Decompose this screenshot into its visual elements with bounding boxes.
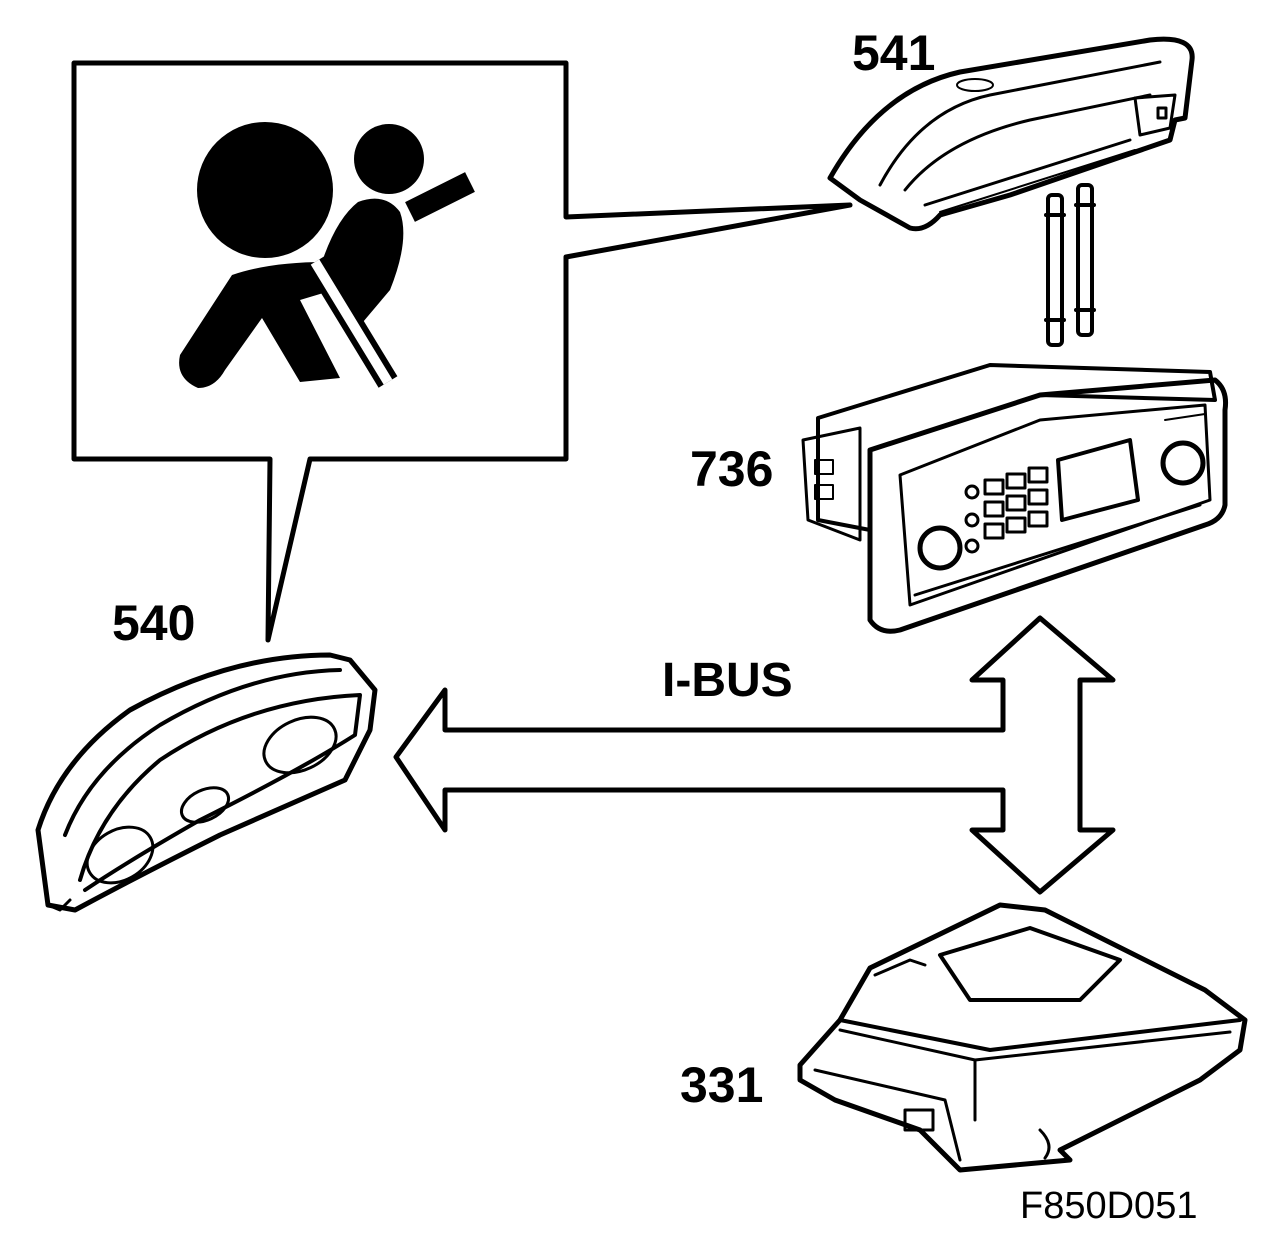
label-540: 540 xyxy=(112,595,195,651)
airbag-control-module xyxy=(797,902,1248,1173)
callout-box xyxy=(71,60,853,643)
warning-display-unit xyxy=(827,36,1195,232)
bus-arrows xyxy=(393,615,1116,895)
airbag-warning-icon xyxy=(179,122,475,388)
label-736: 736 xyxy=(690,441,773,497)
infotainment-unit xyxy=(801,363,1228,634)
instrument-cluster xyxy=(35,652,378,913)
figure-code: F850D051 xyxy=(1020,1185,1197,1227)
connector-rods xyxy=(1044,183,1096,347)
label-331: 331 xyxy=(680,1057,763,1113)
bus-label: I-BUS xyxy=(662,654,793,707)
button-grid xyxy=(964,466,1049,554)
label-541: 541 xyxy=(852,25,935,81)
